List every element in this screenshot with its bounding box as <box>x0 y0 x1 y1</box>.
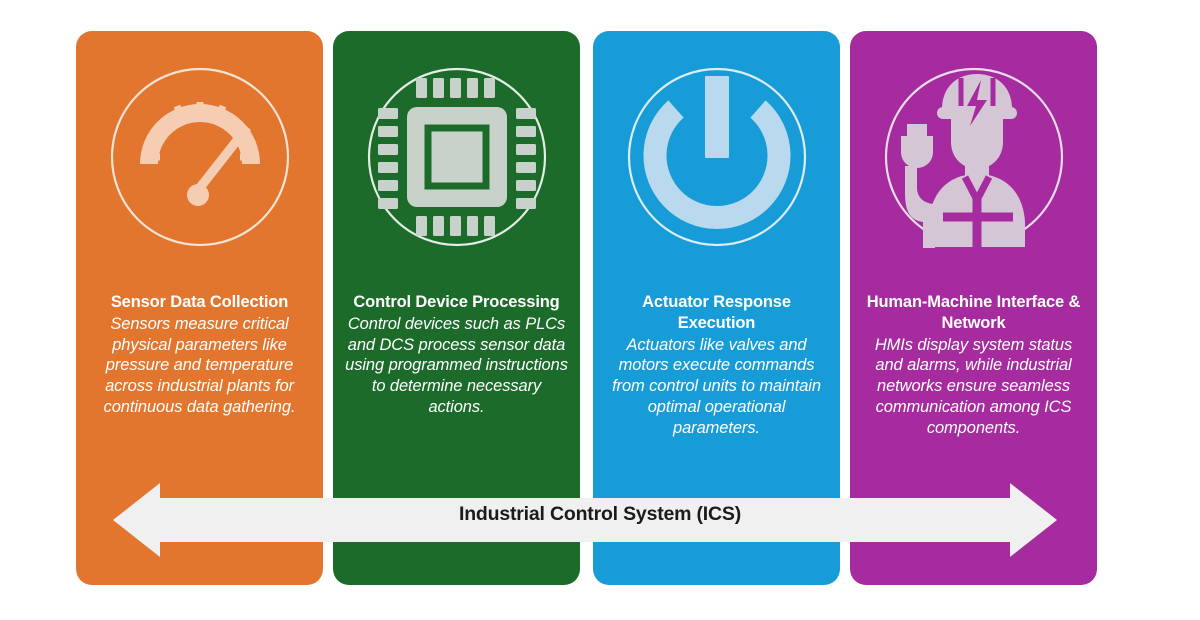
panel-human-machine-interface-network: Human-Machine Interface & Network HMIs d… <box>850 31 1097 585</box>
panel-actuator-response-execution: Actuator Response Execution Actuators li… <box>593 31 840 585</box>
panel-sensor-data-collection: Sensor Data Collection Sensors measure c… <box>76 31 323 585</box>
panel-description: Actuators like valves and motors execute… <box>612 335 821 437</box>
panel-title: Control Device Processing <box>353 293 560 311</box>
banner-label: Industrial Control System (ICS) <box>459 503 741 525</box>
panel-text-block: Human-Machine Interface & Network HMIs d… <box>860 292 1087 438</box>
panel-control-device-processing: Control Device Processing Control device… <box>333 31 580 585</box>
panel-text-block: Actuator Response Execution Actuators li… <box>603 292 830 438</box>
panel-description: HMIs display system status and alarms, w… <box>874 335 1073 437</box>
panel-text-block: Control Device Processing Control device… <box>343 292 570 418</box>
panel-title: Human-Machine Interface & Network <box>866 293 1081 332</box>
panel-text-block: Sensor Data Collection Sensors measure c… <box>86 292 313 418</box>
power-icon <box>622 62 812 252</box>
gauge-icon <box>105 62 295 252</box>
panel-description: Control devices such as PLCs and DCS pro… <box>345 314 568 416</box>
microchip-icon <box>362 62 552 252</box>
panel-description: Sensors measure critical physical parame… <box>103 314 296 416</box>
panel-title: Actuator Response Execution <box>642 293 791 332</box>
worker-plug-icon <box>879 62 1069 252</box>
panel-title: Sensor Data Collection <box>110 293 289 311</box>
